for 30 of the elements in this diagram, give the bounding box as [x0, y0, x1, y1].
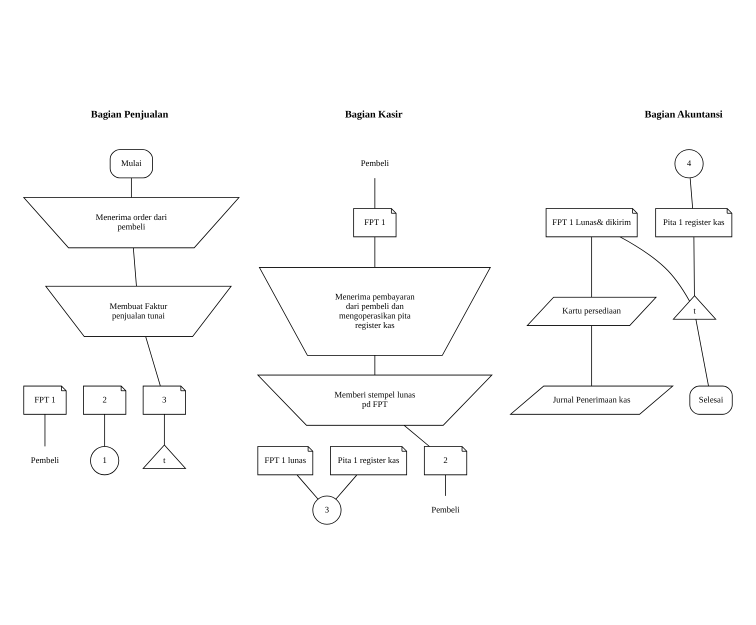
connector	[296, 474, 318, 499]
node-text: Pembeli	[360, 157, 389, 168]
node-box: Mulai	[110, 148, 153, 178]
node-box: Selesai	[689, 385, 733, 414]
connector	[374, 177, 376, 208]
node-circle: 3	[312, 495, 342, 524]
connector	[335, 474, 358, 499]
connector	[374, 354, 376, 375]
connector	[445, 474, 446, 496]
connector	[132, 247, 137, 286]
connector	[44, 413, 46, 446]
node-circle: 4	[674, 148, 704, 178]
connector	[591, 324, 592, 386]
connector	[130, 177, 132, 198]
connector	[374, 236, 376, 268]
label: Bagian Akuntansi	[644, 109, 723, 120]
connector	[620, 236, 690, 302]
connector	[694, 236, 695, 296]
node-text: Pembeli	[431, 504, 460, 514]
connector	[591, 236, 592, 298]
label: Bagian Kasir	[345, 109, 403, 120]
label: Bagian Penjualan	[90, 109, 168, 120]
connector	[404, 424, 430, 446]
node-circle: 1	[90, 446, 120, 475]
connector	[145, 336, 161, 386]
connector	[164, 413, 165, 445]
node-text: Pembeli	[30, 454, 60, 464]
connector	[690, 177, 694, 208]
connector	[104, 413, 106, 446]
connector	[696, 318, 709, 386]
